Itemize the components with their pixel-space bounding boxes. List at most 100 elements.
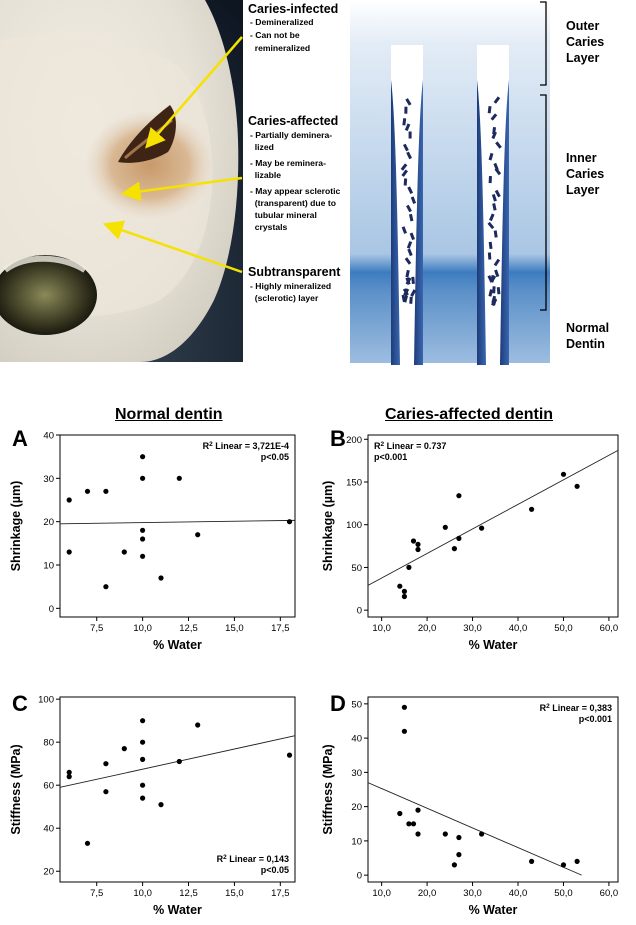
mineral-crystal	[487, 252, 492, 260]
layer-inner: Inner Caries Layer	[566, 150, 604, 198]
label-subtransparent-line-1: - Highly mineralized	[250, 281, 332, 291]
x-tick-label: 7,5	[90, 888, 103, 899]
data-point	[529, 858, 535, 864]
layer-inner-line-1: Inner	[566, 151, 597, 165]
y-tick-label: 100	[38, 695, 54, 706]
y-tick-label: 0	[49, 604, 54, 615]
data-point	[456, 535, 462, 541]
mineral-crystal	[406, 151, 412, 160]
data-point	[103, 584, 109, 590]
panel-letter: C	[12, 691, 28, 716]
mineral-crystal	[408, 131, 412, 139]
plot-frame	[59, 434, 296, 618]
y-tick-label: 0	[357, 871, 362, 882]
p-value-annotation: p<0.05	[261, 452, 289, 462]
layer-normal-line-2: Dentin	[566, 337, 605, 351]
mineral-crystal	[404, 106, 408, 114]
r2-annotation: R2 Linear = 0,143	[217, 854, 289, 865]
mineral-crystal	[487, 106, 492, 114]
data-point	[397, 810, 403, 817]
annotation-arrows	[102, 36, 243, 274]
x-tick-label: 30,0	[463, 888, 482, 899]
mineral-crystal	[407, 186, 414, 195]
y-axis-label: Stiffness (MPa)	[321, 744, 335, 834]
y-tick-label: 60	[43, 781, 54, 792]
heading-caries-affected-dentin: Caries-affected dentin	[385, 406, 554, 423]
data-point	[140, 718, 146, 724]
mineral-crystal	[493, 230, 498, 238]
label-caries-infected-line-2: - Can not be	[250, 30, 300, 40]
data-point	[560, 471, 567, 477]
plot-frame	[367, 434, 619, 618]
label-caries-affected-line-4: lizable	[250, 170, 282, 180]
layer-normal: Normal Dentin	[566, 320, 609, 352]
plot-frame	[59, 696, 296, 883]
y-tick-label: 30	[351, 768, 362, 779]
arrow-caries-affected	[120, 176, 243, 202]
x-tick-label: 40,0	[509, 623, 528, 634]
data-point	[140, 795, 146, 801]
data-point	[140, 553, 146, 559]
arrow-subtransparent	[102, 220, 243, 274]
y-tick-label: 20	[43, 517, 54, 528]
x-tick-label: 15,0	[225, 623, 244, 634]
mineral-crystal	[494, 167, 502, 176]
tubule-schematic	[350, 0, 550, 365]
data-point	[401, 588, 407, 594]
mineral-crystal	[494, 269, 500, 278]
mineral-crystal	[403, 178, 408, 186]
x-tick-label: 50,0	[554, 623, 573, 634]
mineral-crystal	[489, 213, 495, 222]
y-tick-label: 40	[43, 431, 54, 442]
data-point	[479, 525, 485, 531]
data-point	[103, 488, 109, 494]
r2-annotation: R2 Linear = 0,383	[540, 703, 612, 714]
mineral-crystal	[487, 221, 495, 230]
mineral-crystal	[488, 241, 493, 250]
mineral-crystal	[406, 241, 413, 249]
data-point	[286, 519, 293, 525]
data-point	[397, 583, 403, 589]
x-axis-label: % Water	[469, 903, 518, 917]
x-tick-label: 20,0	[418, 623, 437, 634]
data-point	[442, 524, 448, 530]
x-axis-label: % Water	[153, 903, 202, 917]
x-tick-label: 60,0	[600, 623, 619, 634]
data-point	[415, 541, 421, 547]
heading-normal-dentin: Normal dentin	[115, 406, 223, 423]
data-point	[158, 802, 164, 808]
y-tick-label: 40	[43, 824, 54, 835]
x-tick-label: 10,0	[133, 888, 152, 899]
fit-line	[367, 449, 619, 586]
x-tick-label: 60,0	[600, 888, 619, 899]
mineral-crystal	[401, 226, 407, 234]
mineral-crystal	[496, 287, 501, 295]
data-point	[401, 728, 407, 734]
x-tick-label: 7,5	[90, 623, 103, 634]
data-point	[158, 575, 164, 581]
r2-annotation: R2 Linear = 3,721E-4	[203, 441, 289, 452]
label-subtransparent-title: Subtransparent	[248, 265, 341, 279]
data-point	[121, 746, 127, 752]
r2-annotation: R2 Linear = 0.737	[374, 441, 446, 452]
mineral-crystal	[407, 248, 413, 257]
data-point	[140, 536, 146, 542]
mineral-crystal	[409, 296, 413, 304]
y-tick-label: 50	[351, 563, 362, 574]
mineral-crystal	[493, 96, 501, 104]
label-caries-affected-line-5: - May appear sclerotic	[250, 186, 341, 196]
plot-frame	[367, 696, 619, 883]
y-tick-label: 10	[43, 561, 54, 572]
mineral-crystal	[403, 288, 410, 296]
label-caries-affected-line-7: tubular mineral	[250, 210, 317, 220]
mineral-crystal	[405, 269, 410, 278]
mineral-crystal	[403, 295, 409, 303]
y-tick-label: 20	[351, 802, 362, 813]
mineral-crystal	[492, 203, 497, 211]
mineral-crystal	[488, 152, 494, 161]
y-tick-label: 20	[43, 867, 54, 878]
mineral-crystal	[491, 194, 497, 202]
mineral-crystal	[491, 131, 497, 140]
